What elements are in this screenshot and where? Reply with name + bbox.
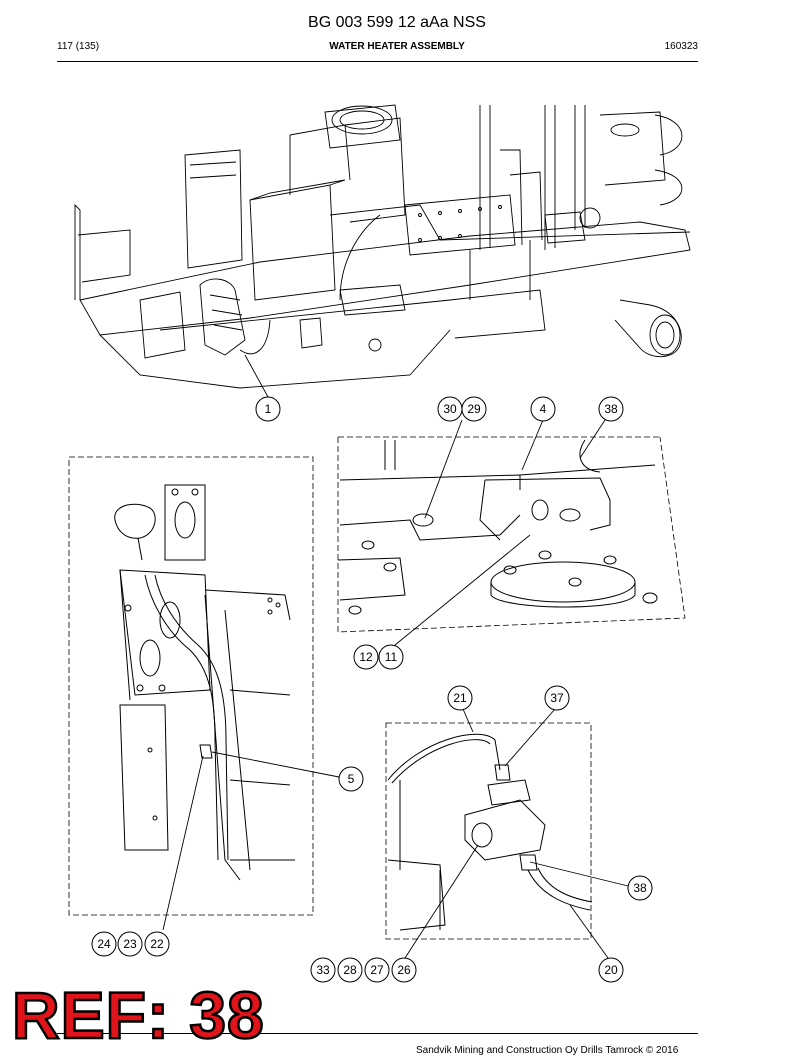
svg-text:23: 23 <box>123 937 137 951</box>
svg-text:24: 24 <box>97 937 111 951</box>
svg-text:12: 12 <box>359 650 373 664</box>
svg-text:26: 26 <box>397 963 411 977</box>
svg-text:29: 29 <box>467 402 481 416</box>
callout-4: 4 <box>530 396 556 422</box>
callout-37: 37 <box>544 685 570 711</box>
svg-text:1: 1 <box>265 402 272 416</box>
callout-33: 33 <box>310 957 336 983</box>
svg-text:37: 37 <box>550 691 564 705</box>
leader-lines <box>162 354 629 959</box>
svg-text:5: 5 <box>348 772 355 786</box>
svg-text:28: 28 <box>343 963 357 977</box>
callout-29: 29 <box>461 396 487 422</box>
copyright-footer: Sandvik Mining and Construction Oy Drill… <box>416 1045 679 1056</box>
svg-text:21: 21 <box>453 691 467 705</box>
section-title: WATER HEATER ASSEMBLY <box>329 41 465 52</box>
callout-26: 26 <box>391 957 417 983</box>
callout-38-bottom: 38 <box>627 875 653 901</box>
callout-38-top: 38 <box>598 396 624 422</box>
svg-text:38: 38 <box>633 881 647 895</box>
callout-27: 27 <box>364 957 390 983</box>
svg-text:4: 4 <box>540 402 547 416</box>
svg-text:38: 38 <box>604 402 618 416</box>
callout-22: 22 <box>144 931 170 957</box>
detail-heater <box>385 722 593 940</box>
callout-21: 21 <box>447 685 473 711</box>
callout-30: 30 <box>437 396 463 422</box>
header-rule <box>57 61 698 62</box>
callout-12: 12 <box>353 644 379 670</box>
callout-28: 28 <box>337 957 363 983</box>
detail-tank <box>337 436 686 633</box>
callout-20: 20 <box>598 957 624 983</box>
svg-text:22: 22 <box>150 937 164 951</box>
svg-text:20: 20 <box>604 963 618 977</box>
svg-text:33: 33 <box>316 963 330 977</box>
document-date: 160323 <box>664 41 698 52</box>
machine-frame-drawing <box>74 104 691 389</box>
ref-stamp: REF: 38 <box>11 978 265 1052</box>
callout-1: 1 <box>255 396 281 422</box>
page-number: 117 (135) <box>57 41 100 52</box>
svg-text:11: 11 <box>385 650 398 664</box>
callouts: 1 30 29 4 38 12 11 21 37 5 38 24 23 22 3… <box>91 396 653 983</box>
callout-5: 5 <box>338 766 364 792</box>
svg-text:27: 27 <box>370 963 384 977</box>
callout-23: 23 <box>117 931 143 957</box>
callout-11: 11 <box>378 644 404 670</box>
svg-text:30: 30 <box>443 402 457 416</box>
document-id: BG 003 599 12 aAa NSS <box>308 14 486 31</box>
detail-hose-bracket <box>68 456 314 916</box>
callout-24: 24 <box>91 931 117 957</box>
footer-rule <box>57 1033 698 1034</box>
